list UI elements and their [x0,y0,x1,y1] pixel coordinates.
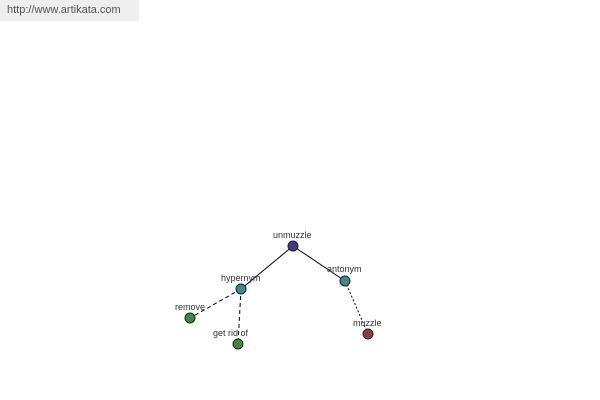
edge-unmuzzle-to-antonym [292,245,346,282]
source-url-link[interactable]: http://www.artikata.com [7,4,121,16]
node-label-get-rid-of: get rid of [213,328,249,338]
node-label-hypernym: hypernym [221,273,261,283]
node-marker-muzzle[interactable] [362,328,374,340]
graph-node-remove[interactable]: remove [175,302,205,324]
graph-node-antonym[interactable]: antonym [327,264,362,287]
graph-node-unmuzzle[interactable]: unmuzzle [273,230,312,252]
graph-edges [189,245,369,345]
node-marker-antonym[interactable] [339,275,351,287]
node-marker-get-rid-of[interactable] [232,338,244,350]
node-label-antonym: antonym [327,264,362,274]
node-marker-remove[interactable] [184,312,196,324]
edge-hypernym-to-get-rid-of [237,288,242,345]
graph-node-get-rid-of[interactable]: get rid of [213,328,249,350]
source-banner: http://www.artikata.com [0,0,139,21]
graph-nodes: unmuzzle hypernym antonym remove get rid of m… [175,230,382,350]
edge-antonym-to-muzzle [344,280,369,335]
graph-node-muzzle[interactable]: muzzle [353,318,382,340]
node-marker-hypernym[interactable] [235,283,247,295]
edge-unmuzzle-to-hypernym [240,245,294,290]
node-marker-unmuzzle[interactable] [287,240,299,252]
edge-hypernym-to-remove [189,288,242,319]
node-label-muzzle: muzzle [353,318,382,328]
node-label-unmuzzle: unmuzzle [273,230,312,240]
node-label-remove: remove [175,302,205,312]
graph-node-hypernym[interactable]: hypernym [221,273,261,295]
